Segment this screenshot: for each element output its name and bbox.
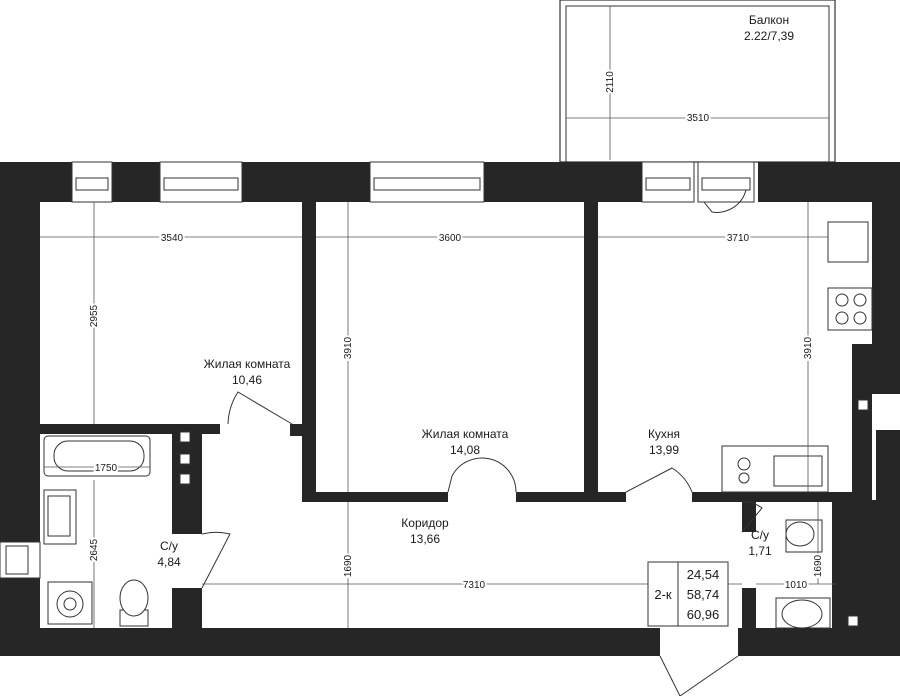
- bath1-name: С/у: [160, 539, 178, 553]
- living1-area: 10,46: [232, 373, 262, 387]
- balcony-area: 2.22/7,39: [744, 29, 794, 43]
- dim-living1-depth: 2955: [89, 304, 100, 327]
- dim-living2-depth: 3910: [343, 336, 354, 359]
- room-labels: Балкон 2.22/7,39 Жилая комната 10,46 Жил…: [157, 13, 794, 569]
- dimension-labels: 3510 2110 3540 2955 3600 3910 3710 3910 …: [87, 69, 826, 593]
- dim-kitchen-width: 3710: [727, 233, 750, 244]
- dim-bath2-depth: 1690: [813, 554, 824, 577]
- living1-name: Жилая комната: [204, 357, 291, 371]
- balcony-name: Балкон: [749, 13, 789, 27]
- dim-bath1-depth: 2645: [89, 538, 100, 561]
- balcony: [559, 0, 836, 163]
- dim-bath1-tub: 1750: [95, 463, 118, 474]
- dim-corridor-depth: 1690: [343, 554, 354, 577]
- doors: [201, 189, 763, 696]
- dim-kitchen-depth: 3910: [803, 336, 814, 359]
- dim-living2-width: 3600: [439, 233, 462, 244]
- dimension-lines: [40, 6, 836, 628]
- bath2-area: 1,71: [748, 544, 772, 558]
- dim-living1-width: 3540: [161, 233, 184, 244]
- kitchen-area: 13,99: [649, 443, 679, 457]
- living2-area: 14,08: [450, 443, 480, 457]
- total-area: 58,74: [687, 587, 720, 602]
- windows: [0, 161, 755, 579]
- dim-balcony-width: 3510: [687, 113, 710, 124]
- kitchen-name: Кухня: [648, 427, 680, 441]
- apartment-type: 2-к: [654, 587, 672, 602]
- living-area: 24,54: [687, 567, 720, 582]
- living2-name: Жилая комната: [422, 427, 509, 441]
- dim-balcony-depth: 2110: [605, 71, 616, 93]
- dim-corridor-length: 7310: [463, 580, 486, 591]
- dim-bath2-width: 1010: [785, 580, 808, 591]
- bath1-area: 4,84: [157, 555, 181, 569]
- fixtures: [43, 221, 873, 629]
- walls: [0, 162, 900, 656]
- total-area-with-balcony: 60,96: [687, 607, 720, 622]
- corridor-name: Коридор: [401, 516, 449, 530]
- corridor-area: 13,66: [410, 532, 440, 546]
- area-summary: 2-к 24,54 58,74 60,96: [647, 561, 729, 627]
- bath2-name: С/у: [751, 528, 769, 542]
